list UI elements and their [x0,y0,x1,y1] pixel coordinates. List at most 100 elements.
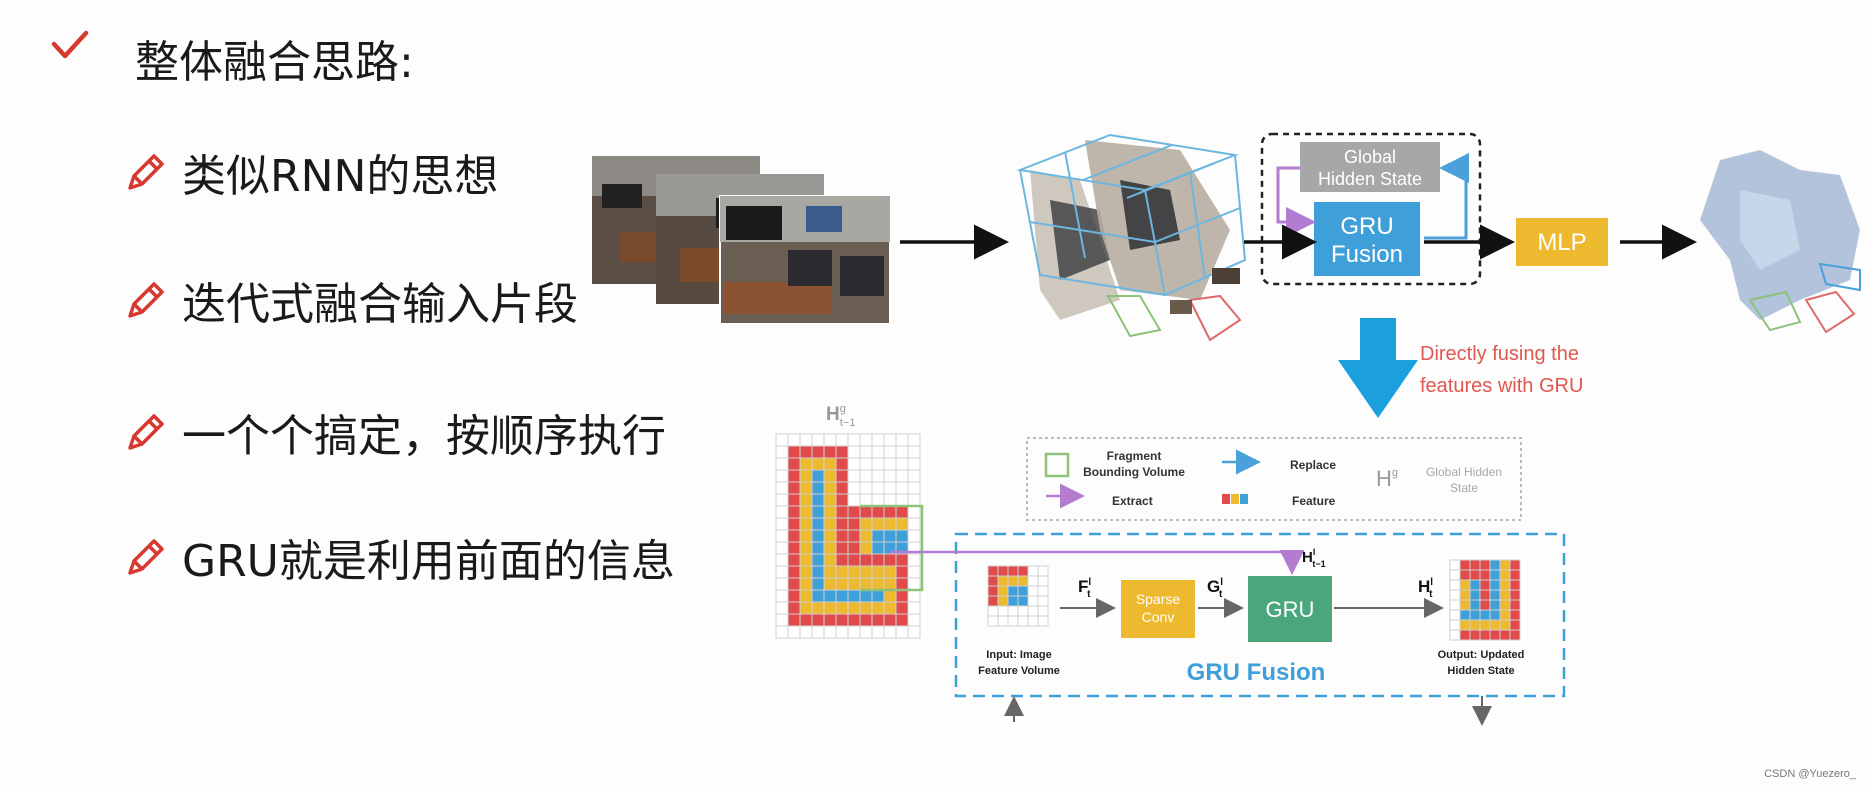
voxel-cell [787,601,801,615]
voxel-cell [883,469,897,483]
gru-fusion-top-text-1: GRU [1340,213,1393,240]
sparse-conv-text-2: Conv [1142,609,1175,625]
voxel-cell [1037,585,1049,597]
voxel-cell [811,433,825,447]
voxel-cell [859,601,873,615]
voxel-cell [997,615,1009,627]
voxel-cell [883,493,897,507]
voxel-cell [787,553,801,567]
voxel-cell [895,469,909,483]
reconstructed-mesh [1700,150,1861,334]
voxel-cell [1027,605,1039,617]
voxel-cell [1479,559,1491,571]
voxel-cell [1469,569,1481,581]
voxel-cell [799,577,813,591]
voxel-cell [835,601,849,615]
voxel-cell [823,445,837,459]
voxel-cell [1469,609,1481,621]
voxel-cell [1459,569,1471,581]
voxel-cell [1007,595,1019,607]
voxel-cell [997,585,1009,597]
voxel-cell [859,553,873,567]
voxel-cell [775,601,789,615]
voxel-cell [811,541,825,555]
voxel-cell [1007,585,1019,597]
voxel-cell [907,505,921,519]
voxel-cell [987,605,999,617]
voxel-cell [1449,589,1461,601]
input-feature-grid [987,565,1049,627]
voxel-cell [811,469,825,483]
voxel-cell [883,565,897,579]
voxel-cell [811,589,825,603]
extract-arrow-top [1276,166,1316,237]
voxel-cell [799,517,813,531]
voxel-cell [859,457,873,471]
voxel-cell [787,589,801,603]
voxel-cell [847,517,861,531]
voxel-cell [823,589,837,603]
voxel-cell [787,577,801,591]
voxel-cell [823,481,837,495]
slide-title: 整体融合思路: [135,37,414,88]
output-label-2: Hidden State [1447,665,1514,677]
voxel-cell [1479,609,1491,621]
voxel-cell [775,541,789,555]
voxel-cell [895,565,909,579]
voxel-cell [835,481,849,495]
voxel-cell [883,553,897,567]
mlp-text: MLP [1537,229,1586,256]
legend-fragment-text-2: Bounding Volume [1083,465,1185,479]
voxel-cell [1509,589,1521,601]
voxel-cell [775,481,789,495]
title-check-icon [50,28,90,64]
global-hidden-state-text-1: Global [1344,147,1396,167]
voxel-cell [775,577,789,591]
voxel-cell [787,457,801,471]
voxel-cell [847,445,861,459]
voxel-cell [907,625,921,639]
voxel-cell [859,541,873,555]
voxel-cell [847,505,861,519]
voxel-cell [835,433,849,447]
global-hidden-state-box [1300,142,1440,192]
voxel-cell [1489,589,1501,601]
voxel-cell [787,517,801,531]
mlp-box [1516,218,1608,266]
voxel-cell [823,577,837,591]
voxel-cell [799,505,813,519]
annotation-text-2: features with GRU [1420,375,1583,397]
voxel-cell [859,625,873,639]
voxel-cell [883,577,897,591]
voxel-cell [1469,589,1481,601]
gru-detail-text: GRU [1266,597,1315,622]
gru-fusion-detail-title: GRU Fusion [1187,659,1326,686]
voxel-cell [883,433,897,447]
voxel-cell [1509,609,1521,621]
voxel-cell [799,613,813,627]
bullet-text: 迭代式融合输入片段 [182,279,578,330]
voxel-cell [811,445,825,459]
voxel-cell [823,613,837,627]
voxel-cell [775,505,789,519]
voxel-cell [835,589,849,603]
voxel-cell [859,505,873,519]
voxel-cell [823,553,837,567]
legend-feature-text: Feature [1292,494,1336,508]
voxel-cell [811,481,825,495]
voxel-cell [1479,589,1491,601]
gru-box-detail [1248,576,1332,642]
voxel-cell [1007,605,1019,617]
voxel-cell [847,529,861,543]
voxel-cell [799,541,813,555]
gru-fusion-box-top [1314,202,1420,276]
voxel-cell [811,493,825,507]
voxel-cell [1499,589,1511,601]
voxel-cell [907,553,921,567]
voxel-cell [811,517,825,531]
voxel-cell [823,493,837,507]
bullet-3: 一个个搞定，按顺序执行 [122,400,666,464]
